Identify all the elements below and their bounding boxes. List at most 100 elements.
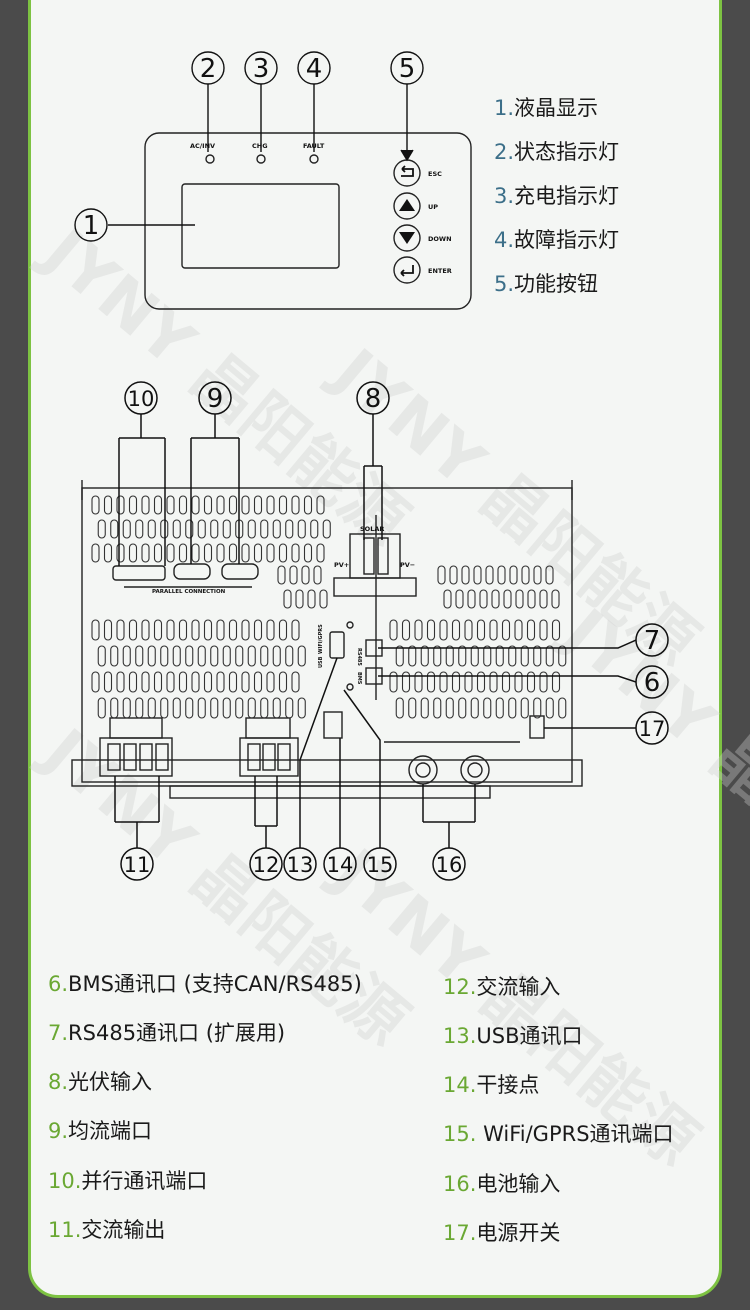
vent-slot (241, 619, 250, 641)
vent-slot (216, 671, 225, 693)
vent-slot (203, 671, 213, 693)
vent-slot (216, 619, 225, 641)
callout-number: 13 (287, 853, 314, 877)
vent-slot (253, 495, 263, 515)
callout-number: 1 (83, 211, 100, 241)
legend-item: 12.交流输入 (443, 977, 560, 998)
legend-item: 11.交流输出 (48, 1220, 165, 1241)
vent-slot (241, 495, 250, 515)
legend-number: 13. (443, 1024, 477, 1048)
back-panel-body (81, 487, 573, 783)
vent-slot (203, 543, 213, 563)
vent-slot (514, 619, 523, 641)
vent-slot (283, 589, 292, 609)
vent-slot (485, 565, 494, 585)
callout-number: 2 (200, 54, 217, 84)
vent-slot (495, 697, 504, 719)
vent-slot (116, 495, 125, 515)
vent-slot (395, 697, 404, 719)
vent-slot (266, 619, 275, 641)
vent-slot (141, 543, 150, 563)
vent-slot (203, 495, 213, 515)
vent-slot (241, 543, 250, 563)
vent-slot (458, 645, 467, 667)
back-callout-lines (114, 381, 669, 881)
vent-slot (291, 495, 300, 515)
vent-slot (153, 619, 163, 641)
vent-slot (495, 645, 504, 667)
vent-slot (228, 543, 238, 563)
vent-slot (445, 697, 454, 719)
vent-slot (414, 671, 423, 693)
legend-number: 11. (48, 1218, 82, 1242)
vent-slot (558, 697, 567, 719)
vent-slot (520, 697, 529, 719)
vent-slot (491, 589, 500, 609)
vent-slot (185, 519, 194, 539)
callout-number: 16 (436, 853, 463, 877)
legend-text: 交流输入 (476, 975, 561, 999)
vent-slot (278, 671, 288, 693)
vent-slot (153, 495, 163, 515)
vent-slot (461, 565, 470, 585)
vent-slot (316, 543, 325, 563)
vent-slot (172, 519, 181, 539)
charge-led (256, 154, 266, 164)
legend-item: 7.RS485通讯口 (扩展用) (48, 1023, 285, 1044)
vent-slot (110, 697, 119, 719)
vent-slot (539, 619, 548, 641)
vent-slot (307, 589, 316, 609)
callout-number: 10 (128, 387, 155, 411)
vent-slot (147, 697, 156, 719)
vent-slot (539, 589, 548, 609)
vent-slot (222, 697, 231, 719)
down-button[interactable] (393, 224, 421, 252)
legend-item: 9.均流端口 (48, 1121, 152, 1142)
legend-number: 6. (48, 972, 69, 996)
front-panel-body (144, 132, 472, 310)
vent-slot (527, 589, 536, 609)
callout-number: 11 (124, 853, 151, 877)
vent-slot (253, 619, 263, 641)
vent-slot (203, 619, 213, 641)
vent-slot (247, 519, 256, 539)
vent-slot (91, 543, 100, 563)
vent-slot (228, 619, 238, 641)
esc-button[interactable] (393, 159, 421, 187)
legend-item: 16.电池输入 (443, 1174, 560, 1195)
up-button[interactable] (393, 192, 421, 220)
button-label-enter: ENTER (428, 267, 452, 275)
callout-17 (635, 711, 669, 745)
callout-15 (363, 847, 397, 881)
callout-number: 3 (253, 54, 270, 84)
vent-slot (533, 645, 542, 667)
vent-slot (426, 619, 436, 641)
vent-slot (401, 619, 411, 641)
vent-slot (545, 697, 554, 719)
power-switch[interactable] (529, 715, 545, 739)
callout-number: 9 (207, 384, 224, 414)
parallel-comm-port (112, 565, 166, 581)
vent-slot (135, 697, 144, 719)
vent-slot (458, 697, 467, 719)
callout-number: 8 (365, 384, 382, 414)
legend-number: 14. (443, 1073, 477, 1097)
usb-label: USB (318, 656, 324, 668)
vent-slot (103, 543, 113, 563)
vent-slot (222, 645, 231, 667)
vent-slot (408, 645, 417, 667)
enter-button[interactable] (393, 256, 421, 284)
vent-slot (295, 589, 304, 609)
vent-slot (116, 671, 125, 693)
vent-slot (141, 671, 150, 693)
vent-slot (285, 519, 294, 539)
vent-slot (303, 495, 313, 515)
vent-slot (260, 519, 269, 539)
vent-slot (266, 671, 275, 693)
legend-number: 17. (443, 1221, 477, 1245)
vent-slot (426, 671, 436, 693)
callout-number: 5 (399, 54, 416, 84)
vent-slot (521, 565, 530, 585)
vent-slot (389, 671, 398, 693)
